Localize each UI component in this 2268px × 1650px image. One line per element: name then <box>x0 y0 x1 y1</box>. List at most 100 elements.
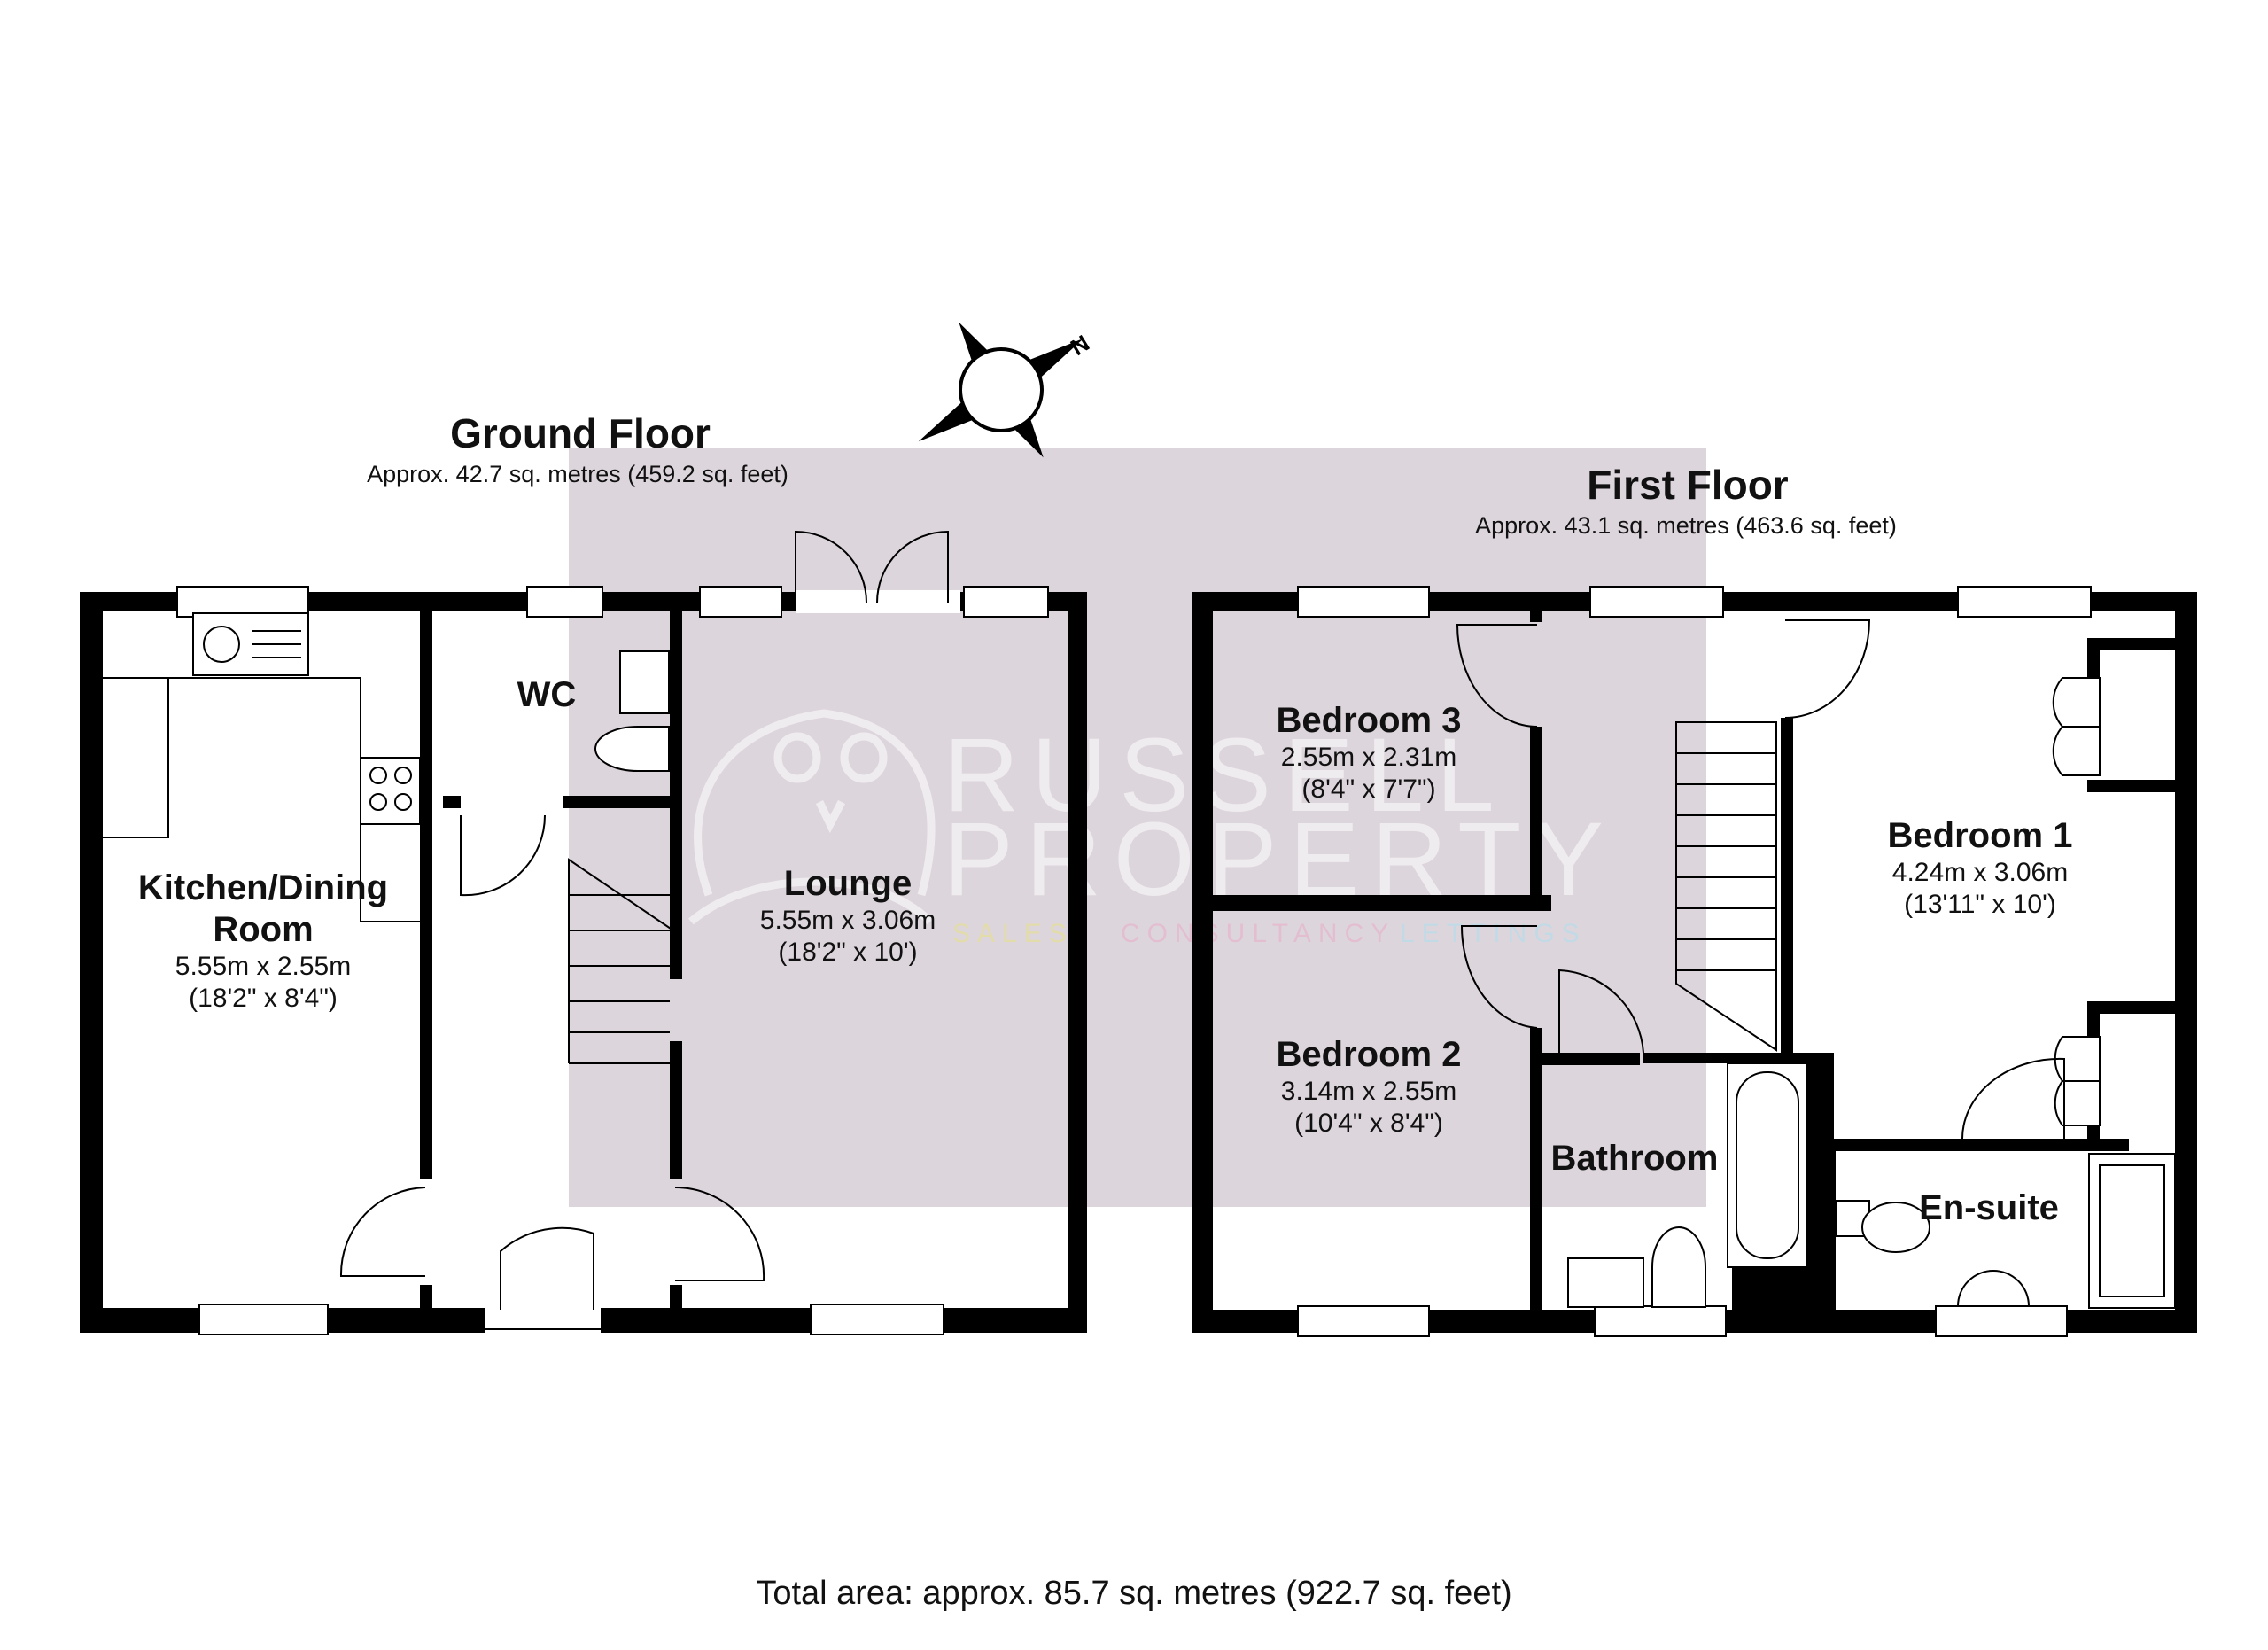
wall <box>2087 638 2175 650</box>
bedroom1-name: Bedroom 1 <box>1888 816 2073 855</box>
wall <box>1530 611 1542 622</box>
wall <box>1192 592 1213 1333</box>
wall <box>670 1285 682 1310</box>
window <box>1594 1305 1727 1337</box>
wardrobe-door <box>2052 677 2101 728</box>
wall <box>1530 1028 1542 1310</box>
wall <box>1781 718 1793 1053</box>
toilet <box>594 726 670 772</box>
window <box>1297 586 1430 618</box>
watermark-line1: RUSSELL <box>944 717 1507 834</box>
hob-ring <box>369 767 387 784</box>
bedroom2-metric: 3.14m x 2.55m <box>1281 1077 1456 1106</box>
wall <box>420 1285 432 1310</box>
door <box>1784 619 1871 719</box>
window <box>526 586 603 618</box>
hob-ring <box>369 793 387 811</box>
lounge-name: Lounge <box>784 864 912 903</box>
window <box>176 586 309 618</box>
bedroom1-imperial: (13'11" x 10') <box>1904 890 2056 919</box>
french-door <box>795 530 867 603</box>
wall <box>2087 780 2175 792</box>
first-floor-plan <box>1192 586 2197 1337</box>
bath-inner <box>1736 1071 1799 1259</box>
staircase <box>1675 721 1777 1052</box>
wardrobe-door <box>2052 726 2101 776</box>
kitchen-name-line1: Kitchen/Dining <box>138 868 388 907</box>
ground-floor-area: Approx. 42.7 sq. metres (459.2 sq. feet) <box>367 461 788 487</box>
shower-tray <box>2088 1153 2176 1309</box>
basin <box>1567 1257 1644 1308</box>
ground-floor-plan <box>80 530 1087 1335</box>
window <box>1957 586 2092 618</box>
wall <box>2087 1001 2175 1014</box>
staircase <box>568 858 674 1064</box>
bathroom-name: Bathroom <box>1551 1139 1719 1178</box>
watermark-tagline-consultancy: CONSULTANCY <box>1121 919 1395 948</box>
wall <box>670 611 682 979</box>
wall <box>1068 592 1087 1333</box>
basin <box>1956 1270 2031 1307</box>
basin <box>619 650 670 714</box>
hob <box>360 757 421 825</box>
shower-inner <box>2099 1164 2165 1297</box>
toilet <box>1651 1226 1706 1308</box>
first-floor-area: Approx. 43.1 sq. metres (463.6 sq. feet) <box>1475 512 1897 539</box>
wardrobe-door <box>2054 1080 2101 1126</box>
bedroom2-name: Bedroom 2 <box>1277 1035 1462 1074</box>
door <box>674 1186 765 1281</box>
total-area: Total area: approx. 85.7 sq. metres (922… <box>756 1575 1511 1612</box>
wall <box>2087 1001 2100 1037</box>
kitchen-name-line2: Room <box>213 910 313 949</box>
french-door <box>876 530 949 603</box>
first-floor-title: First Floor <box>1587 462 1789 508</box>
wall <box>443 796 461 808</box>
wall <box>1823 1139 2129 1151</box>
sink-bowl <box>203 626 240 663</box>
door <box>1558 969 1644 1054</box>
front-door <box>500 1226 594 1310</box>
bedroom3-metric: 2.55m x 2.31m <box>1281 743 1456 772</box>
window <box>963 586 1049 618</box>
window <box>1935 1305 2068 1337</box>
window <box>1589 586 1724 618</box>
wall <box>1213 895 1551 911</box>
wall <box>80 592 103 1333</box>
ground-floor-title: Ground Floor <box>450 410 711 456</box>
window <box>1297 1305 1430 1337</box>
compass-icon <box>918 322 1084 458</box>
window <box>198 1304 329 1335</box>
bedroom1-metric: 4.24m x 3.06m <box>1892 858 2068 887</box>
watermark-tagline-lettings: LETTINGS <box>1400 919 1587 948</box>
door <box>460 814 547 897</box>
wall <box>563 796 682 808</box>
wall <box>670 1041 682 1179</box>
watermark-tagline-sales: SALES <box>952 919 1074 948</box>
door <box>339 1187 426 1277</box>
wall <box>420 611 432 1179</box>
window <box>810 1304 944 1335</box>
owl-logo <box>688 709 936 925</box>
wall <box>1542 1053 1640 1065</box>
wall <box>2087 638 2100 678</box>
door <box>1961 1057 2065 1140</box>
lounge-imperial: (18'2" x 10') <box>778 938 917 967</box>
kitchen-imperial: (18'2" x 8'4") <box>189 984 338 1013</box>
kitchen-metric: 5.55m x 2.55m <box>175 952 351 981</box>
hob-ring <box>394 767 412 784</box>
watermark-box <box>569 448 1706 1207</box>
bath <box>1727 1062 1808 1268</box>
wall <box>2175 592 2197 1333</box>
wall <box>2087 1125 2100 1139</box>
wall <box>1823 1151 1836 1311</box>
worktop <box>103 678 169 838</box>
lounge-metric: 5.55m x 3.06m <box>760 906 936 935</box>
compass-north-label: N <box>1066 330 1094 361</box>
ensuite-name: En-suite <box>1919 1188 2059 1227</box>
window <box>699 586 782 618</box>
wc-name: WC <box>517 675 577 714</box>
door <box>1456 624 1538 728</box>
bedroom3-imperial: (8'4" x 7'7") <box>1301 774 1435 804</box>
toilet-bowl <box>1861 1202 1930 1253</box>
